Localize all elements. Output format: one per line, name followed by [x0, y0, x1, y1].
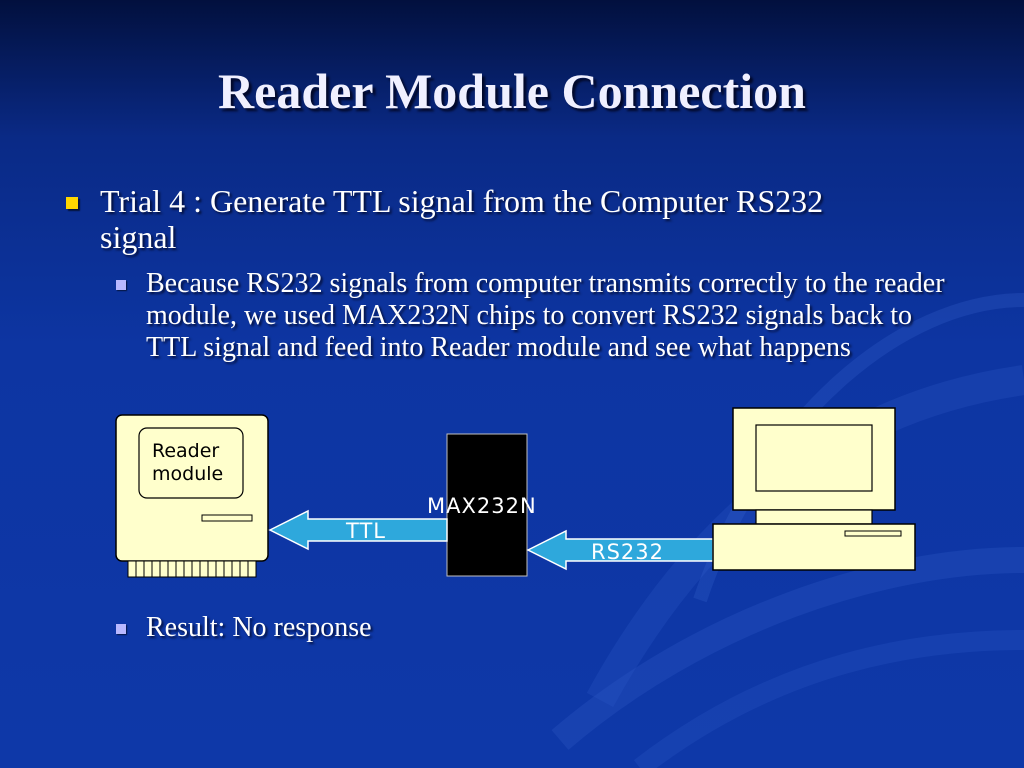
sub-bullet-square-icon [116, 280, 126, 290]
sub-bullet-square-icon [116, 624, 126, 634]
reader-module-label: Reader module [152, 440, 224, 485]
main-bullet-text: Trial 4 : Generate TTL signal from the C… [100, 183, 824, 255]
max232n-chip [446, 433, 528, 577]
slide-title: Reader Module Connection [218, 63, 806, 119]
sub-bullet-result-text: Result: No response [146, 612, 372, 643]
reader-module-device [115, 414, 269, 578]
ttl-arrow-icon [268, 509, 448, 551]
computer-icon [712, 407, 916, 571]
rs232-label: RS232 [591, 540, 665, 564]
max232n-label: MAX232N [427, 494, 537, 518]
bullet-square-icon [66, 197, 78, 209]
sub-bullet-explanation-text: Because RS232 signals from computer tran… [146, 268, 945, 363]
ttl-label: TTL [346, 519, 386, 543]
